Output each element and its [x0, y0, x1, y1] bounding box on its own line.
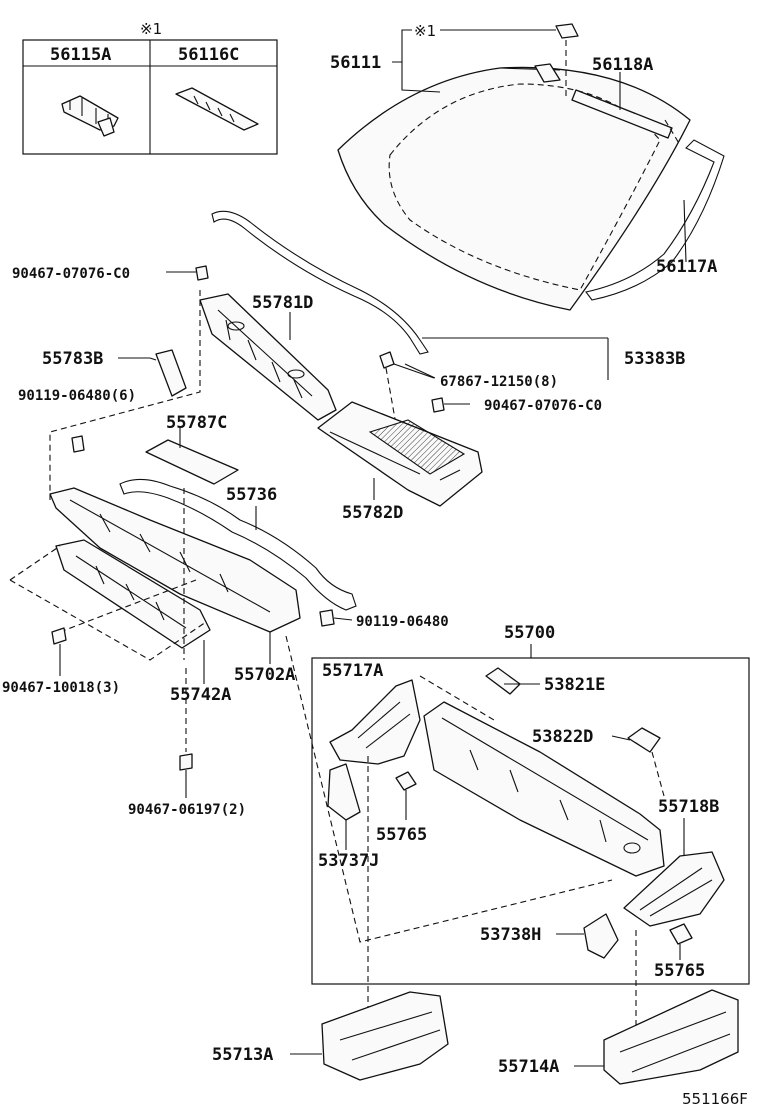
- molding-56118A: [571, 89, 673, 139]
- clip-90467-07076-b-icon: [431, 397, 445, 413]
- inset-col-56116C: 56116C: [178, 45, 239, 65]
- label-55736: 55736: [226, 485, 277, 505]
- label-53737J: 53737J: [318, 851, 379, 871]
- pad-55787C: [145, 439, 239, 485]
- label-55787C: 55787C: [166, 413, 227, 433]
- bracket-53821E: [485, 667, 521, 695]
- label-56111: 56111: [330, 53, 381, 73]
- inset-note: ※1: [140, 20, 162, 38]
- label-56118A: 56118A: [592, 55, 653, 75]
- bracket-53738H: [583, 913, 619, 959]
- label-55714A: 55714A: [498, 1057, 559, 1077]
- label-90467-07076-C0-b: 90467-07076-C0: [484, 398, 602, 414]
- cowl-outer-55702A: [49, 487, 301, 633]
- clip-55765-a: [395, 771, 417, 791]
- inset-table: ※1 56115A 56116C: [22, 20, 278, 155]
- label-90467-07076-C0-a: 90467-07076-C0: [12, 266, 130, 282]
- label-90119-06480: 90119-06480: [356, 614, 449, 630]
- clip-56115A-part: [61, 95, 119, 137]
- label-56111-note: ※1: [414, 22, 436, 40]
- bracket-55783B: [155, 349, 187, 397]
- strip-56116C-part: [175, 87, 259, 131]
- cowl-lower-55742A: [55, 539, 211, 649]
- inset-col-56115A: 56115A: [50, 45, 111, 65]
- diagram-reference: 551166F: [682, 1090, 748, 1108]
- clip-90119-06480-6-icon: [71, 435, 85, 453]
- clip-top-icon: [555, 23, 579, 39]
- label-67867-12150-8: 67867-12150(8): [440, 374, 558, 390]
- clip-67867-icon: [379, 351, 395, 369]
- label-53383B: 53383B: [624, 349, 685, 369]
- label-55781D: 55781D: [252, 293, 313, 313]
- clip-90119-06480-icon: [319, 609, 335, 627]
- cowl-inner-panel: [423, 701, 665, 877]
- bolt-90467-10018-icon: [51, 627, 67, 645]
- bracket-53737J: [327, 763, 361, 821]
- label-55700: 55700: [504, 623, 555, 643]
- bracket-55717A: [329, 679, 421, 765]
- label-55782D: 55782D: [342, 503, 403, 523]
- label-90467-06197-2: 90467-06197(2): [128, 802, 246, 818]
- cowl-panel-55782D: [317, 401, 483, 507]
- bolt-90467-06197-icon: [179, 753, 193, 771]
- label-55742A: 55742A: [170, 685, 231, 705]
- label-55713A: 55713A: [212, 1045, 273, 1065]
- clip-55765-b: [669, 923, 693, 945]
- label-56117A: 56117A: [656, 257, 717, 277]
- bracket-55718B: [623, 851, 725, 927]
- label-55717A: 55717A: [322, 661, 383, 681]
- label-55718B: 55718B: [658, 797, 719, 817]
- panel-55713A: [321, 991, 449, 1081]
- label-55702A: 55702A: [234, 665, 295, 685]
- label-90467-10018-3: 90467-10018(3): [2, 680, 120, 696]
- seal-weatherstrip: [211, 210, 429, 355]
- label-53821E: 53821E: [544, 675, 605, 695]
- label-55783B: 55783B: [42, 349, 103, 369]
- windshield-56111: [337, 66, 691, 311]
- label-53738H: 53738H: [480, 925, 541, 945]
- clip-90467-07076-a-icon: [195, 265, 209, 281]
- cowl-panel-55781D: [199, 293, 337, 421]
- bracket-53822D: [627, 727, 661, 753]
- seal-55736: [119, 478, 357, 611]
- label-53822D: 53822D: [532, 727, 593, 747]
- label-90119-06480-6: 90119-06480(6): [18, 388, 136, 404]
- label-55765-b: 55765: [654, 961, 705, 981]
- label-55765-a: 55765: [376, 825, 427, 845]
- panel-55714A: [603, 989, 739, 1085]
